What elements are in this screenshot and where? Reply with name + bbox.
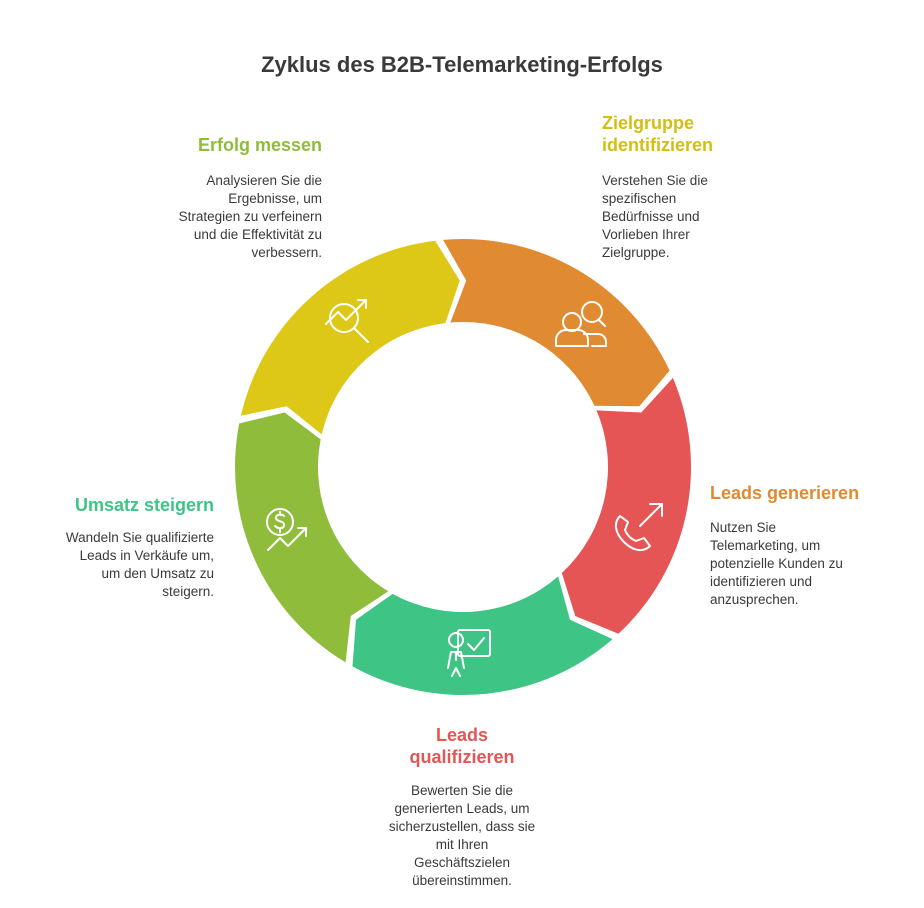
step-1-title-line: Zielgruppe xyxy=(602,113,695,133)
step-5-desc-line: und die Effektivität zu xyxy=(193,227,322,242)
step-4-description: Wandeln Sie qualifizierte Leads in Verkä… xyxy=(30,529,214,601)
step-1-desc-line: spezifischen xyxy=(602,191,677,206)
analytics-search-icon xyxy=(325,299,369,343)
step-5-desc-line: Ergebnisse, um xyxy=(228,191,322,206)
step-1-title-line: identifizieren xyxy=(602,135,714,155)
step-4-desc-line: steigern. xyxy=(162,584,214,599)
step-1-description: Verstehen Sie die spezifischen Bedürfnis… xyxy=(602,172,708,262)
step-4-title: Umsatz steigern xyxy=(30,494,214,516)
step-3-title: Leads qualifizieren xyxy=(362,724,562,768)
step-2-desc-line: identifizieren und xyxy=(710,574,813,589)
step-4-title-line: Umsatz steigern xyxy=(74,495,214,515)
presenter-checklist-icon xyxy=(447,629,491,677)
step-4-desc-line: Wandeln Sie qualifizierte xyxy=(65,530,214,545)
ring-segment-3 xyxy=(561,377,692,634)
step-3-desc-line: Bewerten Sie die xyxy=(410,783,514,798)
step-3-title-line: qualifizieren xyxy=(409,747,515,767)
step-5-desc-line: Strategien zu verfeinern xyxy=(178,209,322,224)
step-3-desc-line: Geschäftszielen xyxy=(413,855,511,870)
ring-segment-2 xyxy=(443,239,670,407)
ring-segment-5 xyxy=(235,412,389,663)
step-2-description: Nutzen Sie Telemarketing, um potenzielle… xyxy=(710,519,843,609)
step-1-desc-line: Bedürfnisse und xyxy=(602,209,700,224)
step-1-desc-line: Zielgruppe. xyxy=(602,245,670,260)
step-4-desc-line: um den Umsatz zu xyxy=(101,566,214,581)
diagram-title: Zyklus des B2B-Telemarketing-Erfolgs xyxy=(261,52,663,77)
step-5-description: Analysieren Sie die Ergebnisse, um Strat… xyxy=(130,172,322,262)
step-5-desc-line: verbessern. xyxy=(251,245,322,260)
step-2-desc-line: Telemarketing, um xyxy=(710,538,821,553)
ring-segments xyxy=(235,239,692,695)
step-2-title: Leads generieren xyxy=(710,482,859,504)
step-2-title-line: Leads generieren xyxy=(710,483,860,503)
step-2-desc-line: anzusprechen. xyxy=(710,592,799,607)
step-5-title: Erfolg messen xyxy=(130,134,322,156)
step-5-desc-line: Analysieren Sie die xyxy=(206,173,322,188)
step-3-desc-line: sicherzustellen, dass sie xyxy=(388,819,536,834)
step-2-desc-line: Nutzen Sie xyxy=(710,520,777,535)
step-3-title-line: Leads xyxy=(435,725,489,745)
step-3-desc-line: generierten Leads, um xyxy=(394,801,530,816)
ring-segment-1 xyxy=(240,240,460,435)
step-4-desc-line: Leads in Verkäufe um, xyxy=(79,548,214,563)
step-3-desc-line: mit Ihren xyxy=(435,837,489,852)
people-search-icon xyxy=(555,301,607,347)
step-3-desc-line: übereinstimmen. xyxy=(412,873,512,888)
step-1-desc-line: Verstehen Sie die xyxy=(602,173,708,188)
revenue-growth-icon xyxy=(266,508,307,551)
phone-outgoing-icon xyxy=(614,503,663,552)
step-2-desc-line: potenzielle Kunden zu xyxy=(710,556,843,571)
step-1-title: Zielgruppe identifizieren xyxy=(602,112,713,156)
step-3-description: Bewerten Sie die generierten Leads, um s… xyxy=(362,782,562,890)
step-1-desc-line: Vorlieben Ihrer xyxy=(602,227,690,242)
ring-segment-4 xyxy=(352,576,613,695)
step-5-title-line: Erfolg messen xyxy=(197,135,322,155)
